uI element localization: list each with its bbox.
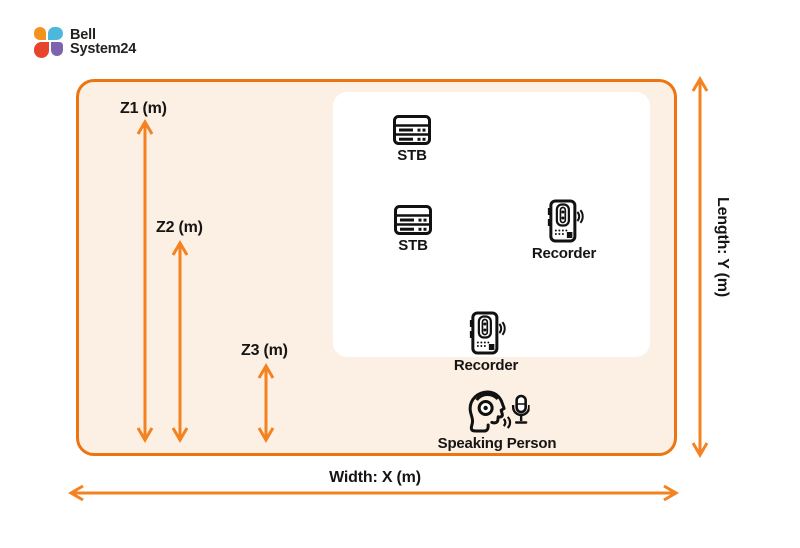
device-label: STB xyxy=(397,147,427,164)
logo-shape-purple xyxy=(51,42,63,56)
width-dimension-label: Width: X (m) xyxy=(329,469,421,486)
z3-dimension-label: Z3 (m) xyxy=(241,342,288,359)
server-stack-icon xyxy=(393,115,431,145)
person-headset-speaking-mic-icon xyxy=(469,390,530,433)
server-stack-icon xyxy=(394,205,432,235)
length-dimension-label: Length: Y (m) xyxy=(714,197,731,297)
voice-recorder-icon xyxy=(547,199,584,243)
z1-dimension-label: Z1 (m) xyxy=(120,100,167,117)
logo-text-line2: System24 xyxy=(70,41,137,57)
voice-recorder-icon xyxy=(469,311,506,355)
device-speaking-person: Speaking Person xyxy=(438,389,557,452)
device-recorder-1: Recorder xyxy=(532,199,596,262)
device-recorder-2: Recorder xyxy=(454,311,518,374)
device-label: Recorder xyxy=(531,245,597,262)
bell-system24-logo-icon xyxy=(34,26,64,58)
z2-dimension-label: Z2 (m) xyxy=(156,219,203,236)
device-label: Recorder xyxy=(453,357,519,374)
logo-text-line1: Bell xyxy=(70,27,96,43)
device-label: Speaking Person xyxy=(437,435,557,452)
device-stb-1: STB xyxy=(393,115,431,164)
width-arrow xyxy=(68,484,679,502)
device-label: STB xyxy=(398,237,428,254)
logo-shape-red xyxy=(34,42,49,58)
logo-text: Bell System24 xyxy=(70,26,137,57)
bell-system24-logo: Bell System24 xyxy=(34,26,136,58)
logo-shape-blue xyxy=(48,27,63,40)
length-arrow xyxy=(691,76,709,458)
logo-shape-orange xyxy=(34,27,46,40)
device-stb-2: STB xyxy=(394,205,432,254)
